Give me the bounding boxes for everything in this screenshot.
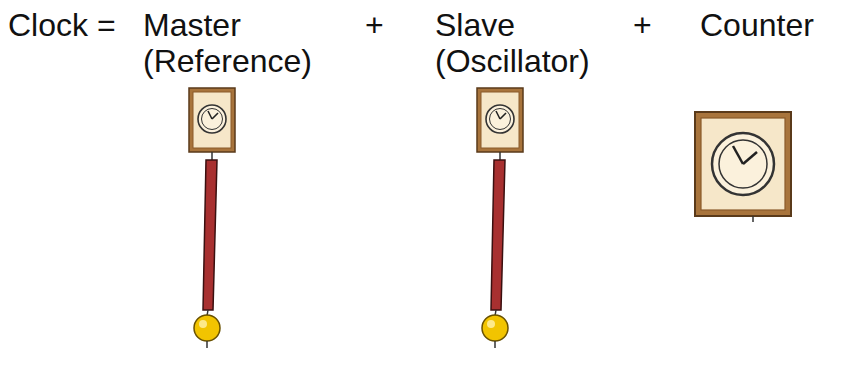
role-label: (Oscillator) xyxy=(435,44,590,79)
counter-clock xyxy=(695,112,791,222)
title-label: Clock = xyxy=(8,8,116,43)
role-label: (Reference) xyxy=(143,44,312,79)
part-label: Master xyxy=(143,8,241,43)
part-label: Counter xyxy=(700,8,814,43)
plus-sign: + xyxy=(365,8,384,43)
plus-sign: + xyxy=(633,8,652,43)
master-pendulum-clock xyxy=(189,88,235,348)
part-label: Slave xyxy=(435,8,515,43)
slave-pendulum-clock xyxy=(477,88,523,348)
